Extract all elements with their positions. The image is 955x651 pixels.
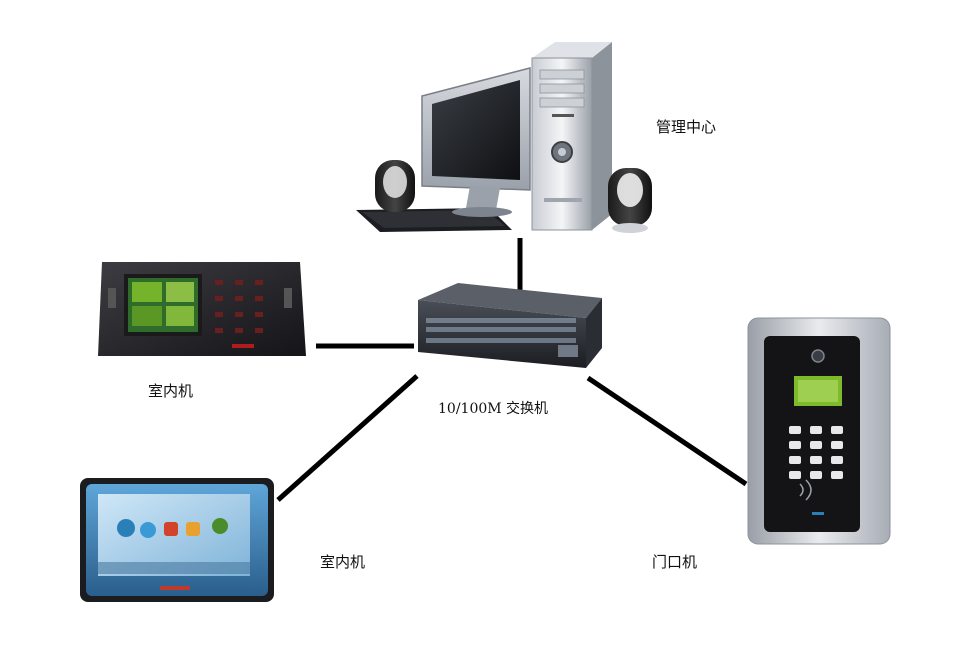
keypad-dots	[215, 280, 263, 333]
monitor	[421, 67, 531, 217]
indoor-unit-bottom-label: 室内机	[320, 553, 366, 571]
door-unit-image	[747, 317, 891, 545]
management-pc-image	[356, 42, 652, 233]
indoor-unit-top-label: 室内机	[148, 382, 194, 400]
indoor-unit-top-image	[98, 262, 306, 356]
link-door-switch	[586, 375, 748, 487]
computer-tower	[531, 42, 612, 231]
link-indoor-bottom-switch	[276, 374, 419, 502]
door-keypad	[789, 426, 843, 479]
door-unit-label: 门口机	[652, 553, 698, 571]
tablet-app-icons	[117, 518, 228, 538]
network-switch-image	[418, 283, 602, 368]
indoor-unit-bottom-image	[80, 478, 274, 602]
switch-ports	[426, 318, 576, 343]
management-center-label: 管理中心	[656, 118, 717, 136]
switch-label: 10/100M 交换机	[438, 401, 549, 417]
right-speaker	[608, 168, 652, 233]
connection-lines	[276, 238, 748, 502]
